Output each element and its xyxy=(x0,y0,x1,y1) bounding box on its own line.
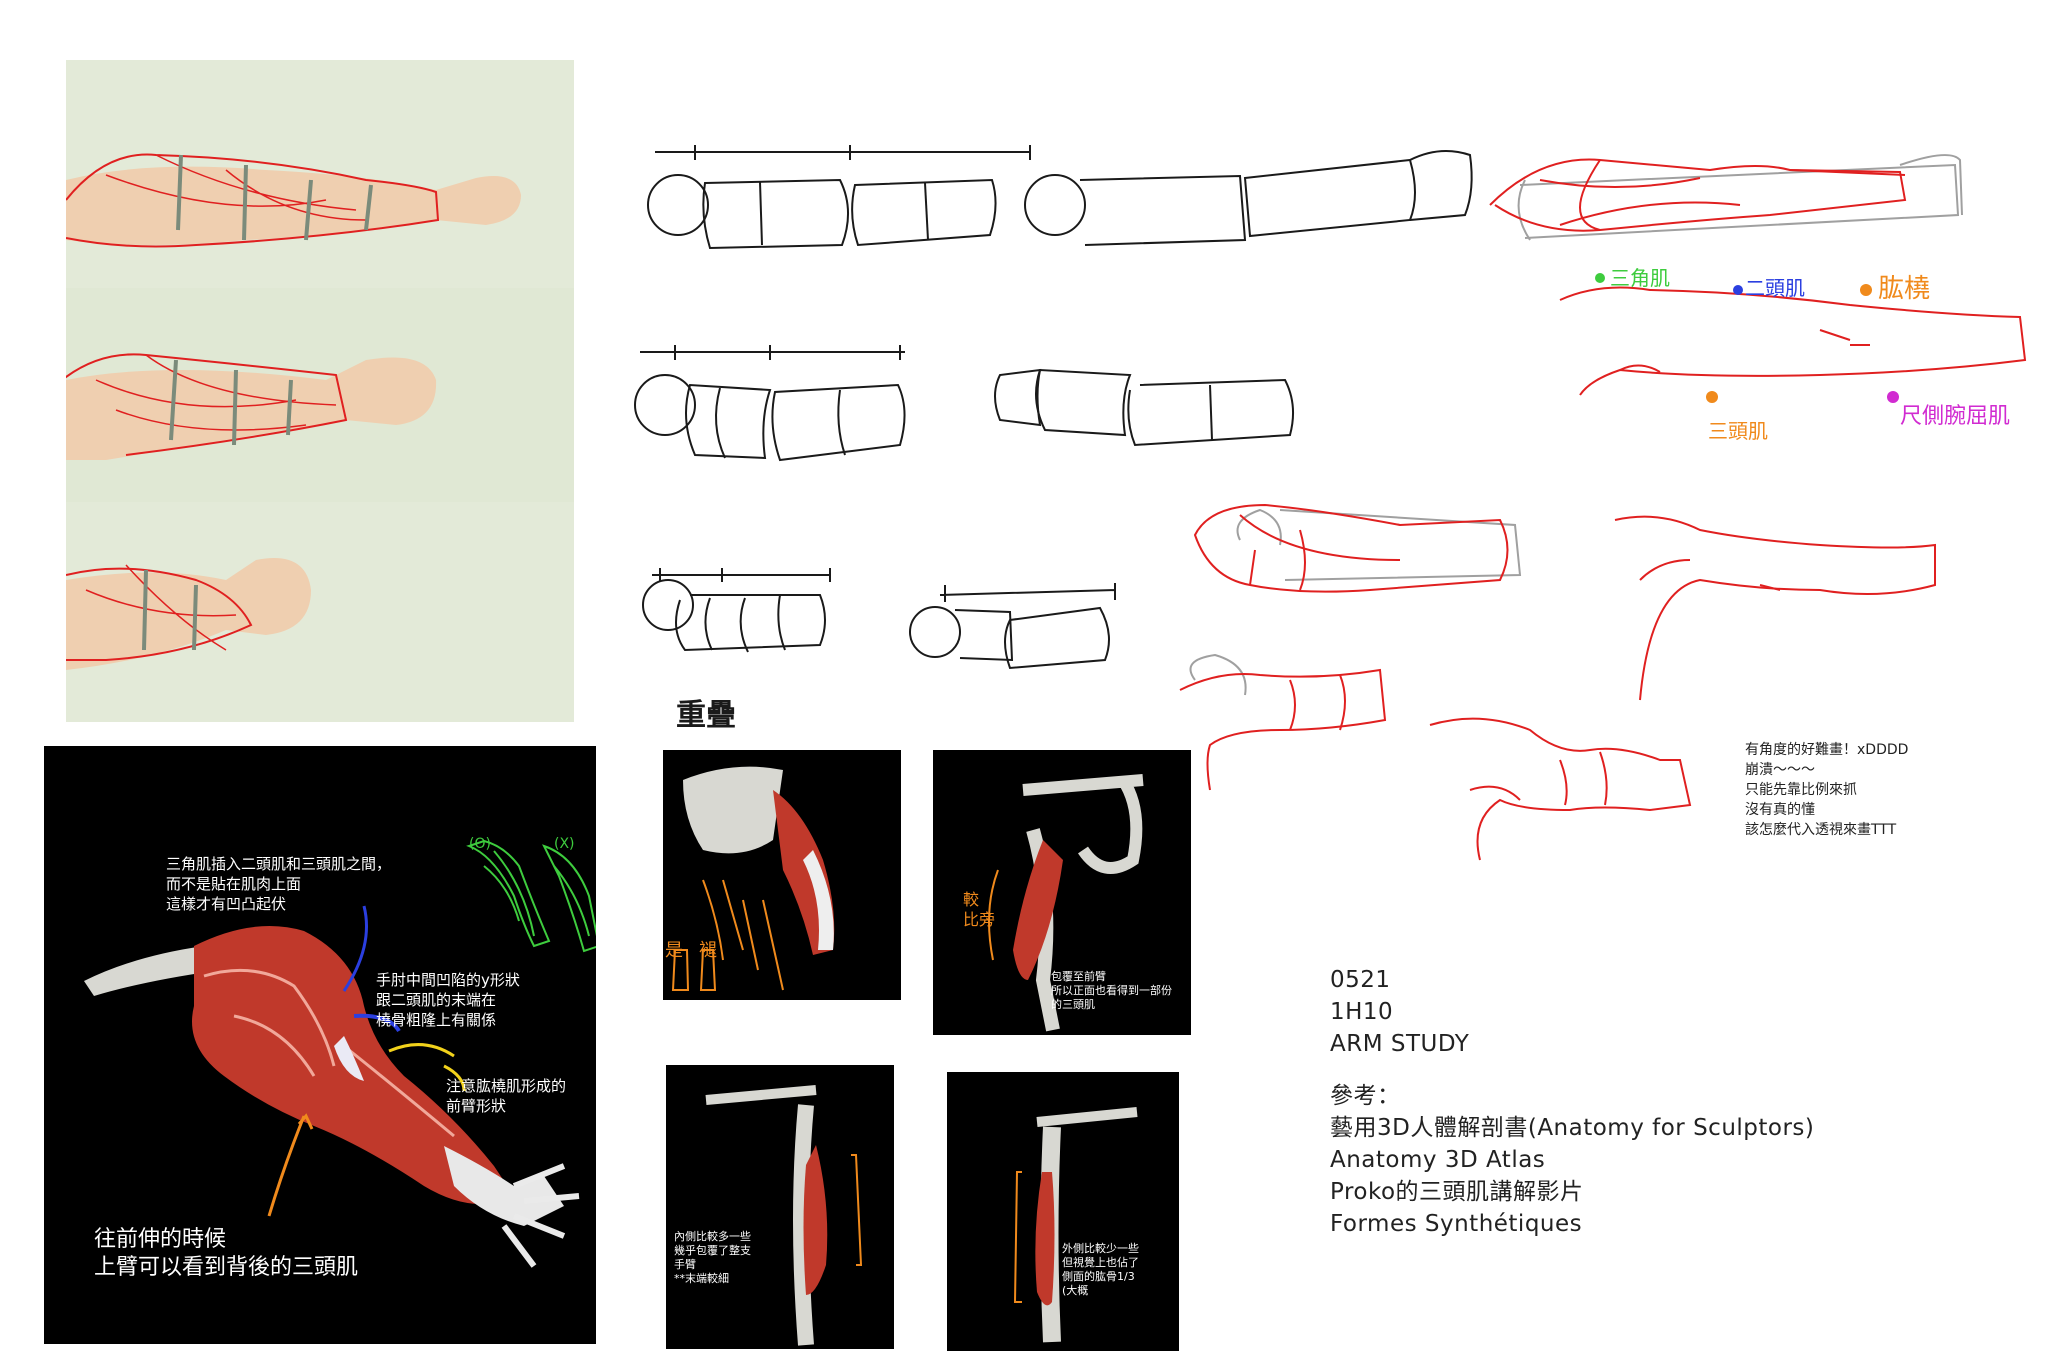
photo-3-sections xyxy=(142,569,198,651)
photo-2-outline xyxy=(66,353,348,456)
label-triceps: 三頭肌 xyxy=(1708,419,1768,443)
study-info: 0521 1H10 ARM STUDY 參考： 藝用3D人體解剖書(Anatom… xyxy=(1330,964,1850,1240)
label-brachioradialis: 肱橈 xyxy=(1878,274,1931,304)
note-inner-side: 內側比較多一些 幾乎包覆了整支 手臂 **末端較細 xyxy=(674,1230,751,1285)
side-mark: 較 比旁 xyxy=(963,890,996,929)
photo-1-sections xyxy=(176,154,373,241)
label-biceps: 二頭肌 xyxy=(1745,276,1805,300)
note-front-visible: 包覆至前臂 所以正面也看得到一部份 的三頭肌 xyxy=(1051,970,1172,1011)
vertical-mark-2: 褪 xyxy=(699,940,717,961)
overlap-label: 重疊 xyxy=(676,698,736,733)
anatomy-panel-inner: 內側比較多一些 幾乎包覆了整支 手臂 **末端較細 xyxy=(666,1065,894,1349)
note-brachioradialis: 注意肱橈肌形成的 前臂形狀 xyxy=(446,1077,567,1115)
arm-photo-overlay xyxy=(66,60,574,722)
anatomy-panel-side: 較 比旁 包覆至前臂 所以正面也看得到一部份 的三頭肌 xyxy=(933,750,1191,1035)
photo-3-arm xyxy=(66,558,311,670)
photo-1-contours xyxy=(105,154,367,221)
note-outer-side: 外側比較少一些 但視覺上也佔了 側面的肱骨1/3 (大概 xyxy=(1062,1242,1139,1297)
vertical-mark-1: 是 xyxy=(665,940,683,961)
red-sketches xyxy=(1179,158,2027,861)
anatomy-main-drawing xyxy=(84,839,596,1268)
photo-3-outline xyxy=(66,567,253,661)
refs-heading: 參考： xyxy=(1330,1083,1401,1109)
study-duration: 1H10 xyxy=(1330,999,1394,1025)
note-elbow-y: 手肘中間凹陷的y形狀 跟二頭肌的末端在 橈骨粗隆上有關係 xyxy=(376,971,520,1029)
label-deltoid: 三角肌 xyxy=(1610,266,1670,290)
check-no-label: (X) xyxy=(554,836,575,852)
study-title: ARM STUDY xyxy=(1330,1031,1470,1057)
study-date: 0521 xyxy=(1330,967,1391,993)
photo-1-outline xyxy=(66,153,440,248)
muscle-label-dots xyxy=(1595,273,1899,403)
check-ok-label: (O) xyxy=(469,836,491,852)
ref-item: Formes Synthétiques xyxy=(1330,1211,1583,1237)
note-forward-reach: 往前伸的時候 上臂可以看到背後的三頭肌 xyxy=(94,1227,359,1280)
photo-2-sections xyxy=(169,359,293,446)
angle-comment: 有角度的好難畫！xDDDD 崩潰～～～ 只能先靠比例來抓 沒有真的懂 該怎麼代入… xyxy=(1745,742,1909,838)
photo-2-arm xyxy=(66,357,437,460)
cylinder-sketches xyxy=(634,145,1473,670)
gray-guide-sketches xyxy=(1189,154,1963,696)
anatomy-panel-back: 是 褪 xyxy=(663,750,901,1000)
photo-2-contours xyxy=(95,354,337,431)
note-deltoid-insert: 三角肌插入二頭肌和三頭肌之間， 而不是貼在肌肉上面 這樣才有凹凸起伏 xyxy=(166,855,392,913)
ref-item: Proko的三頭肌講解影片 xyxy=(1330,1179,1584,1205)
anatomy-panel-main: (O) (X) 三角肌插入二頭肌和三頭肌之間， 而不是貼在肌肉上面 這樣才有凹凸… xyxy=(44,746,596,1344)
ref-item: Anatomy 3D Atlas xyxy=(1330,1147,1546,1173)
arm-photo-panel xyxy=(66,60,574,722)
ref-item: 藝用3D人體解剖書(Anatomy for Sculptors) xyxy=(1330,1115,1815,1141)
photo-3-contours xyxy=(85,564,237,651)
label-flexor-carpi-ulnaris: 尺側腕屈肌 xyxy=(1900,404,2011,429)
anatomy-panel-outer: 外側比較少一些 但視覺上也佔了 側面的肱骨1/3 (大概 xyxy=(947,1072,1179,1351)
